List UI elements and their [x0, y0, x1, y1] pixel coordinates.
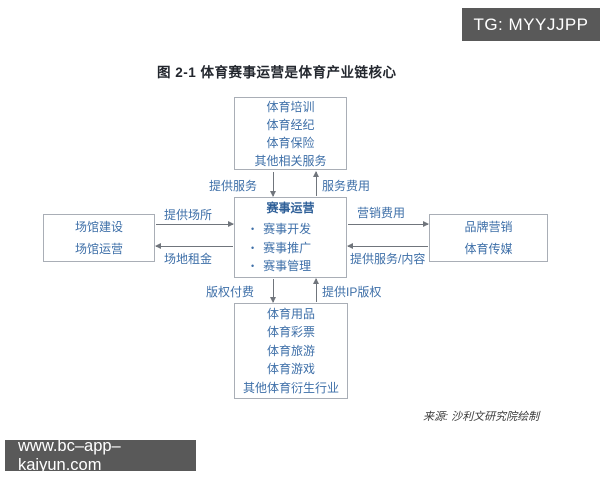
arrow-up-icon — [313, 171, 319, 196]
box-item: 体育培训 — [266, 99, 315, 114]
arrowhead-icon — [423, 221, 429, 227]
top-box-related-services: 体育培训 体育经纪 体育保险 其他相关服务 — [234, 97, 347, 170]
arrowhead-icon — [347, 243, 353, 249]
arrowhead-icon — [313, 278, 319, 284]
bottom-box-derivatives: 体育用品 体育彩票 体育旅游 体育游戏 其他体育衍生行业 — [234, 303, 348, 399]
arrow-label: 场地租金 — [164, 252, 213, 266]
box-item: • 赛事开发 — [235, 220, 346, 239]
arrow-label: 提供服务/内容 — [350, 252, 426, 266]
arrowhead-icon — [228, 221, 234, 227]
telegram-badge: TG: MYYJJPP — [462, 8, 600, 41]
arrowhead-icon — [270, 297, 276, 303]
arrowhead-icon — [270, 191, 276, 197]
box-item-label: 赛事管理 — [263, 259, 312, 274]
right-box-media: 品牌营销 体育传媒 — [429, 214, 548, 262]
arrow-left-icon — [347, 243, 428, 249]
box-item: 体育彩票 — [266, 325, 315, 340]
box-item: 体育游戏 — [266, 362, 315, 377]
figure-title: 图 2-1 体育赛事运营是体育产业链核心 — [157, 65, 397, 80]
arrow-left-icon — [155, 243, 233, 249]
arrow-down-icon — [270, 172, 276, 197]
box-item: 其他体育衍生行业 — [242, 380, 339, 395]
box-item: 场馆建设 — [74, 220, 123, 234]
box-item-label: 赛事开发 — [263, 222, 312, 237]
center-box-title: 赛事运营 — [266, 201, 315, 216]
arrowhead-icon — [155, 243, 161, 249]
arrow-label: 提供场所 — [164, 208, 213, 222]
box-item: • 赛事管理 — [235, 257, 346, 276]
arrow-label: 营销费用 — [357, 206, 406, 220]
arrow-label: 版权付费 — [206, 285, 255, 299]
arrow-label: 服务费用 — [322, 179, 371, 193]
left-box-venues: 场馆建设 场馆运营 — [43, 214, 155, 262]
bullet-icon: • — [251, 261, 255, 272]
arrow-right-icon — [156, 221, 234, 227]
box-item: • 赛事推广 — [235, 239, 346, 258]
center-box-event-operation: 赛事运营 • 赛事开发 • 赛事推广 • 赛事管理 — [234, 197, 347, 278]
box-item: 体育传媒 — [464, 242, 513, 256]
box-item: 体育旅游 — [266, 343, 315, 358]
arrow-down-icon — [270, 279, 276, 303]
bullet-icon: • — [251, 242, 255, 253]
arrow-label: 提供IP版权 — [322, 285, 382, 299]
figure-source: 来源: 沙利文研究院绘制 — [423, 411, 540, 423]
box-item: 其他相关服务 — [254, 153, 327, 168]
box-item: 体育经纪 — [266, 117, 315, 132]
box-item: 体育用品 — [266, 306, 315, 321]
arrowhead-icon — [313, 171, 319, 177]
box-item: 品牌营销 — [464, 220, 513, 234]
watermark-url: www.bc–app–kaiyun.com — [5, 437, 196, 474]
box-item: 场馆运营 — [74, 242, 123, 256]
arrow-right-icon — [348, 221, 429, 227]
arrow-label: 提供服务 — [209, 179, 258, 193]
bullet-icon: • — [251, 224, 255, 235]
box-item: 体育保险 — [266, 135, 315, 150]
box-item-label: 赛事推广 — [263, 240, 312, 255]
arrow-up-icon — [313, 278, 319, 302]
